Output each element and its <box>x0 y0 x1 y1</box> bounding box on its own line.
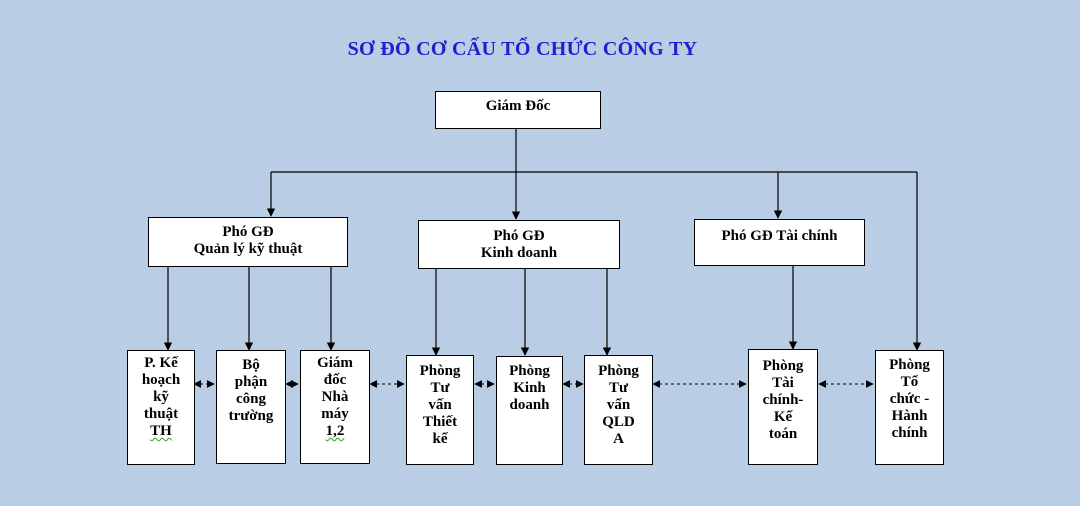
finance-line5: toán <box>768 426 798 442</box>
vp-tech-line1: Phó GĐ <box>222 224 274 240</box>
hr-line1: Phòng <box>889 357 930 373</box>
factory-dept-box: Giám đốc Nhà máy 1,2 <box>300 350 370 464</box>
site-line1: Bộ <box>242 357 260 373</box>
hr-line3: chức - <box>889 391 930 407</box>
site-dept-box: Bộ phận công trường <box>216 350 286 464</box>
qlda-line1: Phòng <box>598 363 639 379</box>
qlda-line3: vấn <box>606 397 631 413</box>
design-line3: vấn <box>428 397 452 413</box>
planning-line4: thuật <box>143 406 179 422</box>
hr-line4: Hành <box>891 408 928 424</box>
business-line1: Phòng <box>509 363 550 379</box>
design-dept-box: Phòng Tư vấn Thiết kế <box>406 355 474 465</box>
site-line4: trường <box>228 408 274 424</box>
business-line3: doanh <box>509 397 550 413</box>
finance-dept-box: Phòng Tài chính- Kế toán <box>748 349 818 465</box>
business-line2: Kinh <box>513 380 546 396</box>
business-dept-box: Phòng Kinh doanh <box>496 356 563 465</box>
vp-finance-box: Phó GĐ Tài chính <box>694 219 865 266</box>
finance-line2: Tài <box>772 375 794 391</box>
factory-line1: Giám <box>317 355 353 371</box>
design-line4: Thiết <box>422 414 458 430</box>
planning-dept-box: P. Kế hoạch kỹ thuật TH <box>127 350 195 465</box>
finance-line4: Kế <box>773 409 793 425</box>
vp-tech-box: Phó GĐ Quản lý kỹ thuật <box>148 217 348 267</box>
planning-line2: hoạch <box>141 372 181 388</box>
director-box: Giám Đốc <box>435 91 601 129</box>
planning-line5: TH <box>150 423 172 439</box>
vp-business-box: Phó GĐ Kinh doanh <box>418 220 620 269</box>
qlda-line2: Tư <box>608 380 628 396</box>
qlda-dept-box: Phòng Tư vấn QLD A <box>584 355 653 465</box>
qlda-line5: A <box>613 431 624 447</box>
design-line1: Phòng <box>419 363 461 379</box>
factory-line3: Nhà <box>321 389 349 405</box>
director-label: Giám Đốc <box>485 98 551 114</box>
planning-line3: kỹ <box>153 389 169 405</box>
hr-dept-box: Phòng Tổ chức - Hành chính <box>875 350 944 465</box>
site-line2: phận <box>234 374 268 390</box>
factory-line2: đốc <box>323 372 347 388</box>
site-line3: công <box>236 391 266 407</box>
vp-business-line1: Phó GĐ <box>493 228 545 244</box>
finance-line1: Phòng <box>762 358 804 374</box>
vp-tech-line2: Quản lý kỹ thuật <box>193 241 303 257</box>
design-line2: Tư <box>430 380 450 396</box>
planning-line1: P. Kế <box>144 355 178 371</box>
hr-line5: chính <box>891 425 928 441</box>
chart-title: SƠ ĐỒ CƠ CẤU TỔ CHỨC CÔNG TY <box>347 38 698 60</box>
hr-line2: Tổ <box>900 374 919 390</box>
design-line5: kế <box>432 431 448 447</box>
finance-line3: chính- <box>762 392 804 408</box>
vp-business-line2: Kinh doanh <box>480 245 558 261</box>
factory-line5: 1,2 <box>325 423 345 439</box>
vp-finance-label: Phó GĐ Tài chính <box>721 228 838 244</box>
factory-line4: máy <box>321 406 349 422</box>
qlda-line4: QLD <box>602 414 635 430</box>
